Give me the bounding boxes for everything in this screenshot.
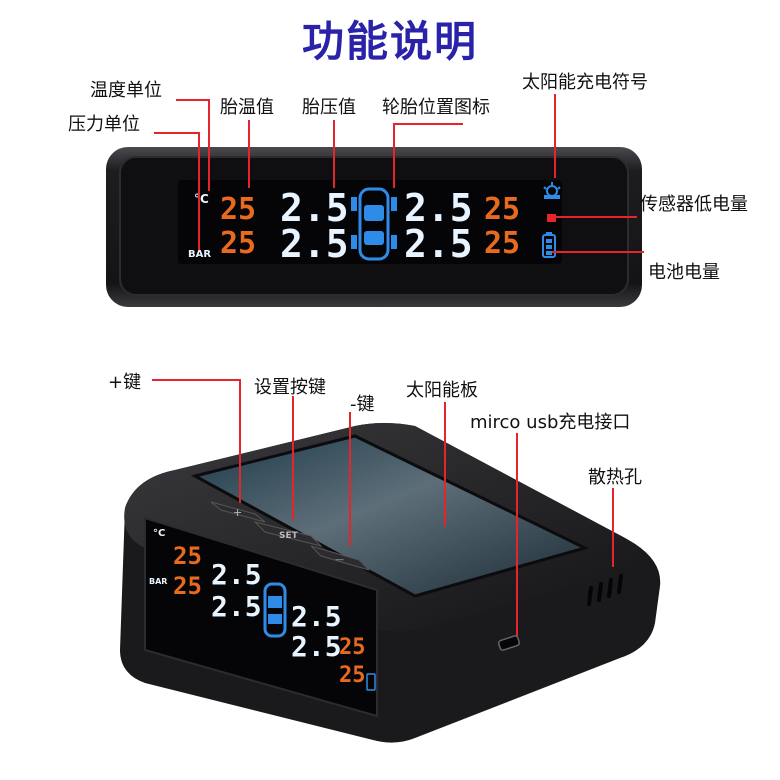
- set-key-label: SET: [279, 531, 299, 541]
- lcd-temp-unit: °C: [194, 192, 209, 206]
- set-key[interactable]: SET: [253, 521, 323, 547]
- lcd2-pressure-rr: 2.5: [291, 630, 342, 663]
- lcd-pressure-rl: 2.5: [280, 222, 349, 266]
- front-view-device: °C BAR 25 25 2.5 2.5 2.5 2.5 25 25: [106, 147, 642, 307]
- lcd-pressure-fl: 2.5: [280, 186, 349, 230]
- pointer-line: [393, 123, 463, 125]
- label-vent-holes: 散热孔: [588, 467, 642, 488]
- pointer-line: [239, 379, 241, 503]
- pointer-line: [552, 251, 644, 253]
- lcd2-temp-fl: 25: [173, 542, 202, 570]
- label-set-key: 设置按键: [254, 377, 326, 398]
- minus-key-label: —: [335, 555, 344, 565]
- pointer-line: [176, 99, 209, 101]
- pointer-line: [444, 402, 446, 526]
- label-plus-key: +键: [108, 372, 142, 393]
- pointer-line: [554, 94, 556, 178]
- lcd-pressure-rr: 2.5: [404, 222, 473, 266]
- lcd2-temp-rl: 25: [173, 572, 202, 600]
- solar-charge-icon: [543, 182, 561, 199]
- pointer-line: [248, 120, 250, 188]
- usb-port[interactable]: [497, 635, 521, 651]
- lcd-temp-unit-2: °C: [153, 528, 165, 539]
- vent-holes: [587, 574, 623, 606]
- pointer-line: [198, 132, 200, 250]
- lcd-pressure-unit: BAR: [188, 249, 211, 260]
- minus-key[interactable]: —: [310, 545, 370, 571]
- lcd-temp-fl: 25: [220, 192, 256, 227]
- battery-level-icon-2: [366, 673, 376, 691]
- pointer-line: [292, 396, 294, 520]
- label-sensor-low-battery: 传感器低电量: [640, 194, 748, 215]
- lcd2-temp-rr: 25: [339, 663, 366, 688]
- lcd-temp-rl: 25: [220, 226, 256, 261]
- label-usb-port: mirco usb充电接口: [470, 412, 631, 433]
- lcd2-temp-fr: 25: [339, 635, 366, 660]
- plus-key-label: +: [233, 506, 242, 519]
- battery-level-icon: [542, 232, 556, 258]
- page-title: 功能说明: [301, 17, 478, 66]
- pointer-line: [152, 379, 240, 381]
- pointer-line: [208, 99, 210, 191]
- pointer-line: [333, 120, 335, 188]
- pointer-line: [154, 132, 199, 134]
- pointer-line: [349, 412, 351, 546]
- pointer-line: [553, 216, 637, 218]
- label-solar-panel: 太阳能板: [406, 380, 478, 401]
- lcd-pressure-fr: 2.5: [404, 186, 473, 230]
- label-battery-level: 电池电量: [648, 262, 720, 283]
- label-tire-temp: 胎温值: [220, 97, 274, 118]
- tire-position-car-icon-2: [263, 582, 287, 638]
- label-pressure-unit: 压力单位: [68, 114, 140, 135]
- lcd-temp-fr: 25: [484, 192, 520, 227]
- lcd-temp-rr: 25: [484, 226, 520, 261]
- lcd-pressure-unit-2: BAR: [149, 577, 167, 586]
- pointer-line: [612, 488, 614, 567]
- lcd2-pressure-fl: 2.5: [211, 558, 262, 591]
- sensor-low-battery-icon: [547, 214, 556, 222]
- label-tire-position-icon: 轮胎位置图标: [382, 97, 490, 118]
- lcd2-pressure-rl: 2.5: [211, 590, 262, 623]
- plus-key[interactable]: +: [210, 501, 266, 523]
- label-temp-unit: 温度单位: [90, 80, 162, 101]
- lcd2-pressure-fr: 2.5: [291, 600, 342, 633]
- tire-position-car-icon: [351, 187, 397, 261]
- label-solar-symbol: 太阳能充电符号: [522, 72, 648, 93]
- pointer-line: [516, 433, 518, 636]
- label-tire-pressure: 胎压值: [302, 97, 356, 118]
- pointer-line: [393, 123, 395, 188]
- label-minus-key: -键: [350, 394, 375, 415]
